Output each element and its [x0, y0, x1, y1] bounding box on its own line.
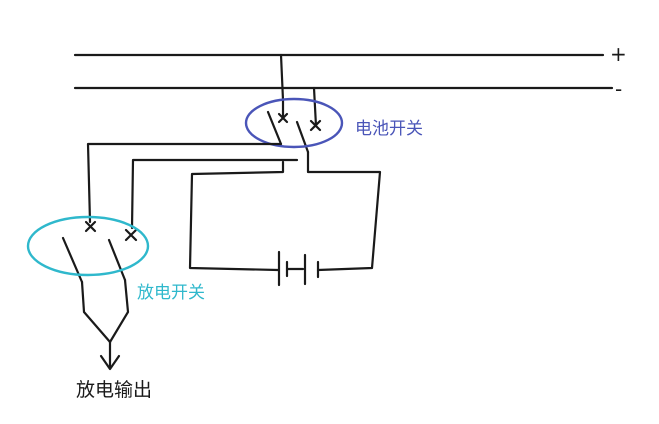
- tap-negative-to-battery-switch: [312, 86, 318, 128]
- battery-switch-label: 电池开关: [355, 119, 423, 139]
- output-arrow-head: [99, 354, 121, 371]
- tap-positive-to-battery-switch: [279, 53, 285, 120]
- battery-loop-right: [306, 150, 382, 272]
- output-merge-right: [108, 278, 130, 344]
- battery-switch-x-right: [309, 119, 322, 132]
- positive-bus-label: +: [610, 42, 627, 66]
- negative-bus-label: -: [615, 77, 622, 101]
- battery-switch-x-left: [277, 112, 289, 124]
- discharge-switch-blade-right: [107, 238, 127, 282]
- discharge-switch-label: 放电开关: [137, 283, 205, 303]
- battery-loop-left: [188, 160, 285, 272]
- discharge-switch-outline: [26, 215, 150, 277]
- output-label: 放电输出: [76, 379, 152, 401]
- battery-switch-outline: [244, 97, 344, 149]
- battery-switch-blade-left: [266, 110, 283, 146]
- discharge-switch-x-left: [84, 220, 97, 233]
- wire-to-discharge-switch-right: [130, 158, 299, 230]
- wire-to-discharge-switch-left: [86, 142, 283, 224]
- discharge-switch-x-right: [124, 228, 138, 242]
- output-merge-left: [80, 280, 112, 344]
